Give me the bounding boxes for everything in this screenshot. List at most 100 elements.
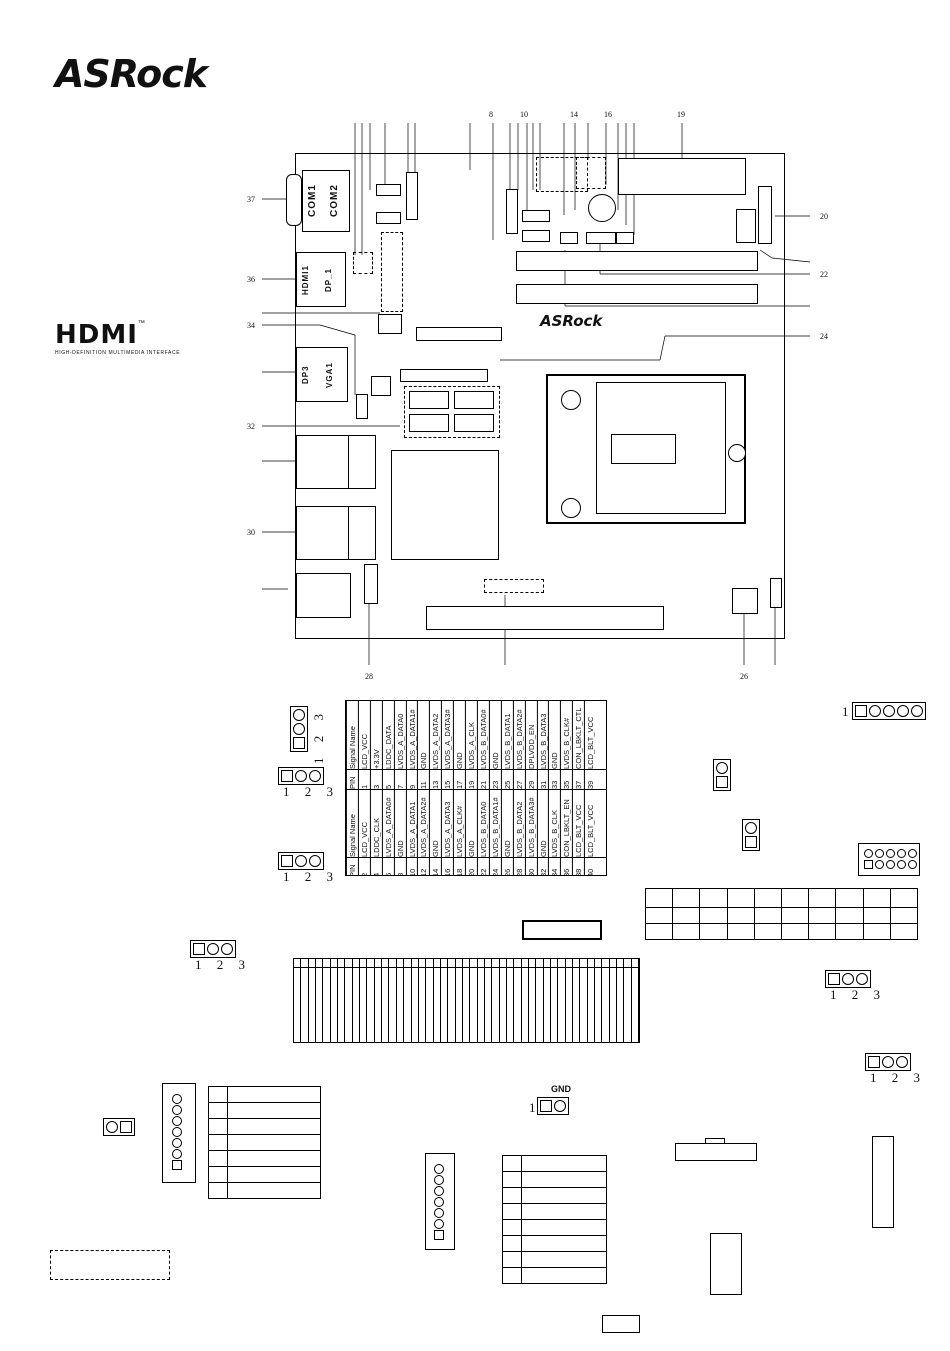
pinout-row-divider bbox=[631, 967, 639, 968]
pinout-row-divider bbox=[418, 967, 426, 968]
jumper-horizontal-4 bbox=[825, 970, 871, 988]
lvds-pin-cell: 33 bbox=[548, 769, 561, 789]
pin bbox=[434, 1164, 444, 1174]
pinout-column bbox=[418, 959, 427, 1042]
pin-1 bbox=[540, 1100, 552, 1112]
pinout-column bbox=[396, 959, 405, 1042]
header-dc-in bbox=[736, 209, 756, 243]
pinout-column bbox=[345, 959, 353, 1042]
hdmi-logo: HDMI™ HIGH-DEFINITION MULTIMEDIA INTERFA… bbox=[55, 320, 180, 356]
pinout-row-divider bbox=[617, 967, 624, 968]
jumper-horizontal-5-labels: 1 2 3 bbox=[870, 1070, 926, 1085]
pin bbox=[172, 1105, 182, 1115]
hdmi-dp1-block: HDMI1 DP_1 bbox=[296, 252, 346, 307]
pinout-column bbox=[529, 959, 537, 1042]
pin-1 bbox=[864, 860, 873, 869]
lvds-pin-cell: 31 bbox=[536, 769, 549, 789]
pinout-row-divider bbox=[294, 967, 301, 968]
lvds-signal-cell: LVDS_A_DATA0 bbox=[393, 701, 406, 769]
com2-label: COM2 bbox=[329, 184, 340, 218]
sata-port-2 bbox=[454, 391, 494, 409]
board-logo: ASRock bbox=[540, 312, 603, 330]
lvds-signal-cell: LVDS_B_DATA0 bbox=[477, 789, 489, 857]
lvds-signal-cell: LVDS_B_DATA0# bbox=[477, 701, 489, 769]
header-com1 bbox=[376, 212, 401, 224]
lvds-signal-cell: GND bbox=[536, 789, 549, 857]
lvds-signal-cell: GND bbox=[453, 701, 466, 769]
connector-bottom-left bbox=[50, 1250, 170, 1280]
lvds-signal-cell: LVDS_B_DATA1# bbox=[488, 789, 501, 857]
fan-header-4pin bbox=[602, 1315, 640, 1333]
lvds-pin-cell: 4 bbox=[369, 857, 382, 875]
pinout-row-divider bbox=[374, 967, 382, 968]
lvds-signal-cell: +3.3V bbox=[369, 701, 382, 769]
pinout-column bbox=[565, 959, 574, 1042]
lvds-signal-cell: LVDS_B_CLK bbox=[548, 789, 561, 857]
gnd-pin1-label: 1 bbox=[529, 1100, 536, 1115]
callout-20: 20 bbox=[820, 212, 828, 221]
pin bbox=[434, 1186, 444, 1196]
pin bbox=[842, 973, 854, 985]
dp3-label: DP3 bbox=[301, 365, 310, 385]
pin bbox=[172, 1149, 182, 1159]
pinout-row-divider bbox=[558, 967, 565, 968]
jumper-horizontal-3-labels: 1 2 3 bbox=[195, 957, 251, 972]
callout-28: 28 bbox=[365, 672, 373, 681]
pin bbox=[554, 1100, 566, 1112]
connector-7pin-center bbox=[425, 1153, 455, 1250]
pin-1 bbox=[828, 973, 840, 985]
pinout-row-divider bbox=[323, 967, 330, 968]
lvds-signal-cell: LVDS_B_CLK# bbox=[560, 701, 573, 769]
lvds-signal-cell: CON_LBKLT_CTL bbox=[572, 701, 585, 769]
hdmi-logo-tagline: HIGH-DEFINITION MULTIMEDIA INTERFACE bbox=[55, 350, 181, 356]
pin-1 bbox=[868, 1056, 880, 1068]
pinout-column bbox=[580, 959, 588, 1042]
pinout-column bbox=[308, 959, 317, 1042]
pinout-column bbox=[521, 959, 529, 1042]
lan-port-1-led bbox=[348, 435, 376, 489]
pinout-column bbox=[433, 959, 441, 1042]
pinout-row-divider bbox=[411, 967, 418, 968]
pinout-row-divider bbox=[565, 967, 573, 968]
pinout-row-divider bbox=[316, 967, 323, 968]
lvds-pin-cell: 2 bbox=[357, 857, 370, 875]
header-5pin-label: 1 bbox=[842, 704, 849, 719]
pinout-row-divider bbox=[521, 967, 528, 968]
pin bbox=[172, 1116, 182, 1126]
jumper-horizontal-3 bbox=[190, 940, 236, 958]
pin-1 bbox=[281, 770, 293, 782]
pin bbox=[716, 762, 728, 774]
pin-1 bbox=[855, 705, 867, 717]
pinout-column bbox=[558, 959, 566, 1042]
cpu-socket-center bbox=[611, 434, 676, 464]
pin bbox=[207, 943, 219, 955]
lvds-signal-cell: LVDS_B_DATA2# bbox=[512, 701, 525, 769]
header-clear-cmos bbox=[356, 394, 368, 419]
lvds-pin-cell: 32 bbox=[536, 857, 549, 875]
pin-1 bbox=[120, 1121, 132, 1133]
pinout-row-divider bbox=[624, 967, 631, 968]
lvds-pin-cell: 25 bbox=[500, 769, 513, 789]
lvds-pin-cell: 34 bbox=[548, 857, 561, 875]
pinout-row-divider bbox=[338, 967, 345, 968]
hdmi1-label: HDMI1 bbox=[301, 265, 310, 295]
pinout-column bbox=[404, 959, 412, 1042]
header-usb-left bbox=[353, 252, 373, 274]
pinout-column bbox=[360, 959, 368, 1042]
callout-37: 37 bbox=[247, 195, 255, 204]
pinout-row-divider bbox=[595, 967, 602, 968]
lvds-pin-cell: 14 bbox=[429, 857, 442, 875]
pin bbox=[309, 855, 321, 867]
pinout-column bbox=[543, 959, 552, 1042]
pinout-column bbox=[477, 959, 485, 1042]
lvds-signal-cell: LVDS_B_DATA2 bbox=[512, 789, 525, 857]
header-vertical-2 bbox=[506, 189, 518, 234]
pinout-column bbox=[484, 959, 493, 1042]
header-10pin bbox=[858, 843, 920, 876]
pinout-row-divider bbox=[543, 967, 551, 968]
com-port-block: COM1 COM2 bbox=[302, 170, 350, 232]
pin bbox=[897, 860, 906, 869]
pinout-column bbox=[367, 959, 375, 1042]
lvds-pin-cell: 23 bbox=[488, 769, 501, 789]
lvds-pin-cell: 27 bbox=[512, 769, 525, 789]
